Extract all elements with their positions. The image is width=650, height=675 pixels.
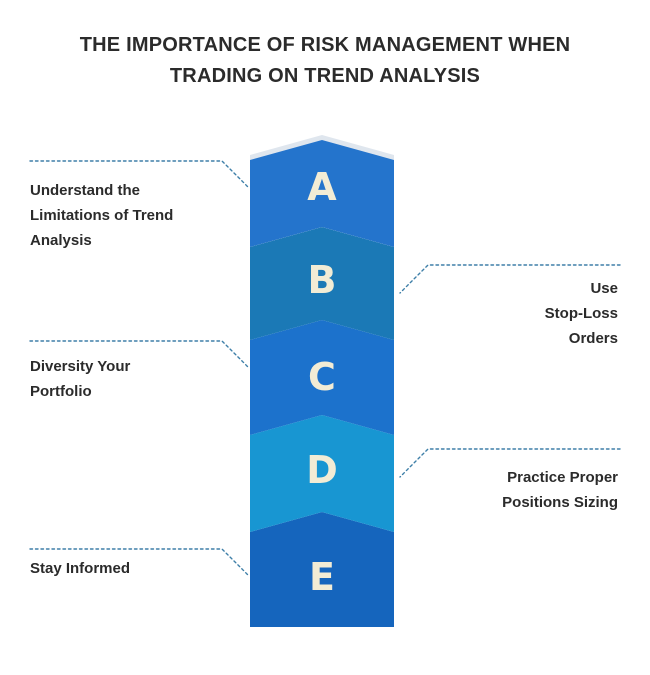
connector-c — [29, 340, 249, 368]
step-c-label: Diversity Your Portfolio — [30, 358, 131, 400]
letter-b: B — [308, 258, 337, 302]
connector-a — [29, 160, 249, 188]
step-a-label: Understand the Limitations of Trend Anal… — [30, 182, 174, 249]
letter-a: A — [307, 165, 337, 209]
page-title: THE IMPORTANCE OF RISK MANAGEMENT WHEN T… — [0, 30, 650, 92]
connector-e — [29, 548, 249, 576]
letter-d: D — [306, 448, 338, 492]
title-line-1: THE IMPORTANCE OF RISK MANAGEMENT WHEN — [79, 34, 571, 56]
connector-b — [399, 264, 621, 294]
letter-c: C — [308, 355, 336, 399]
step-b-label: Use Stop-Loss Orders — [544, 280, 618, 347]
letter-e: E — [309, 555, 335, 599]
segment-a — [250, 140, 394, 247]
step-d-label: Practice Proper Positions Sizing — [502, 469, 618, 511]
step-e-label: Stay Informed — [30, 560, 131, 577]
segment-c — [250, 320, 394, 435]
segment-b — [250, 227, 394, 340]
segment-d — [250, 415, 394, 532]
title-line-2: TRADING ON TREND ANALYSIS — [169, 65, 481, 87]
segment-e — [250, 512, 394, 627]
connector-d — [399, 448, 621, 478]
